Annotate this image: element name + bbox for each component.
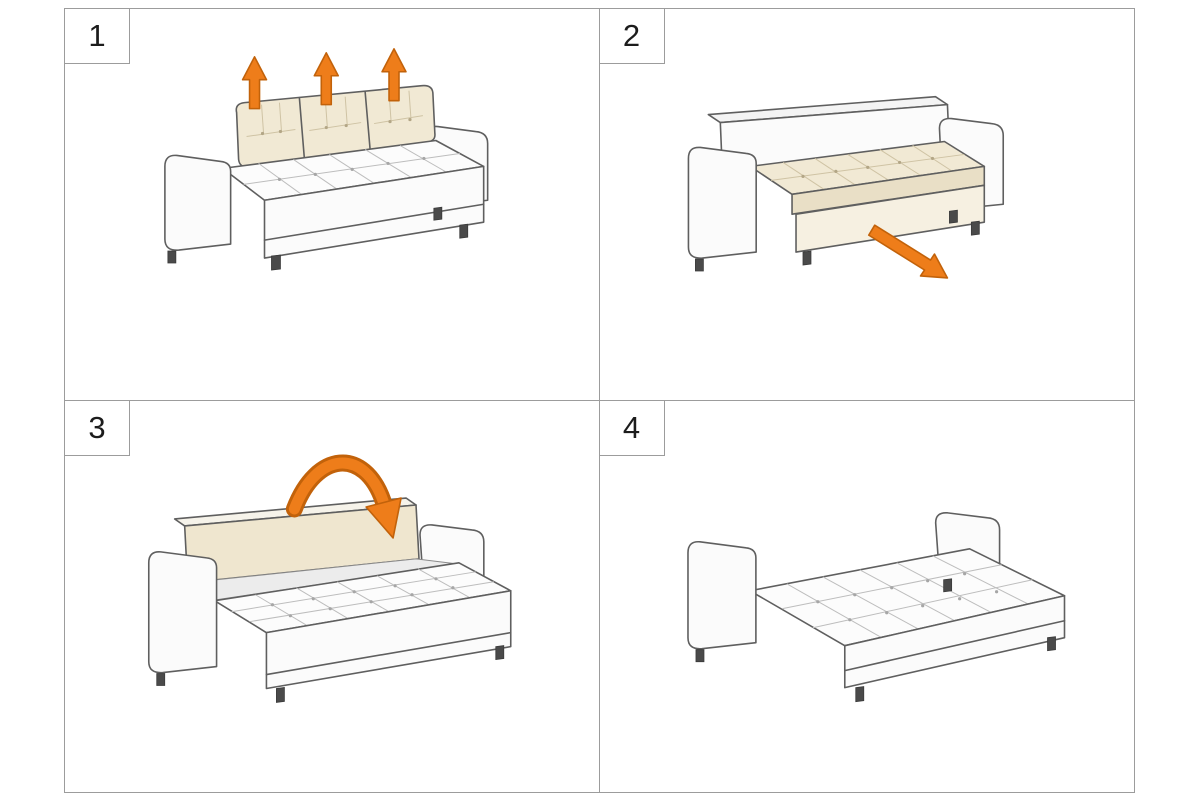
sofa-illustration-step-3 [147,454,512,703]
step-number-box: 1 [65,9,130,64]
steps-grid: 1 [64,8,1135,793]
step-panel-2: 2 [599,9,1134,401]
step-number-box: 3 [65,400,130,456]
seat-tufting [231,567,494,626]
cushion-tufting [246,90,423,138]
sofa-seat-extended [147,496,512,703]
step-number: 1 [88,18,106,53]
seat-tufting [770,145,964,190]
step-panel-4: 4 [599,400,1135,793]
seat-tufting [243,145,460,195]
sofa-cushions-removed [687,95,1004,272]
sofa-illustration-step-4 [686,511,1065,702]
step-number-box: 2 [599,9,665,64]
lift-up-arrow-icon [313,52,340,106]
step-number-box: 4 [599,400,665,456]
lift-up-arrow-icon [241,56,268,110]
step-panel-3: 3 [65,400,600,792]
pull-out-arrow-icon [867,224,948,279]
step-panel-1: 1 [65,9,600,401]
step-number: 4 [622,409,641,445]
lift-up-arrow-icon [381,48,407,102]
sofa-illustration-step-2 [687,95,1004,279]
lift-up-arrow-icons [241,48,407,110]
sofa-illustration-step-1 [164,48,489,271]
sofa-bed-flat [686,511,1065,702]
step-number: 2 [622,18,641,53]
fold-over-arrow-icon [285,454,402,539]
sofa-with-back-cushions [164,84,489,271]
step-number: 3 [88,409,106,445]
